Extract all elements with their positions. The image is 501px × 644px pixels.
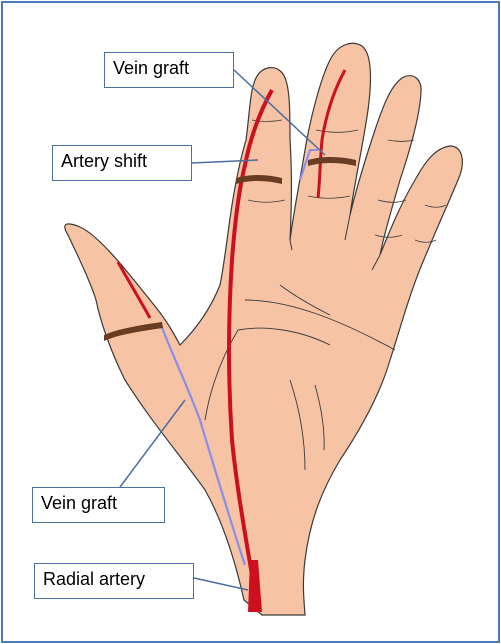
- radial-artery-label: Radial artery: [34, 563, 194, 599]
- vein-graft-bottom-label: Vein graft: [32, 487, 165, 523]
- artery-shift-label: Artery shift: [52, 145, 192, 181]
- vein-graft-top-label: Vein graft: [104, 52, 234, 88]
